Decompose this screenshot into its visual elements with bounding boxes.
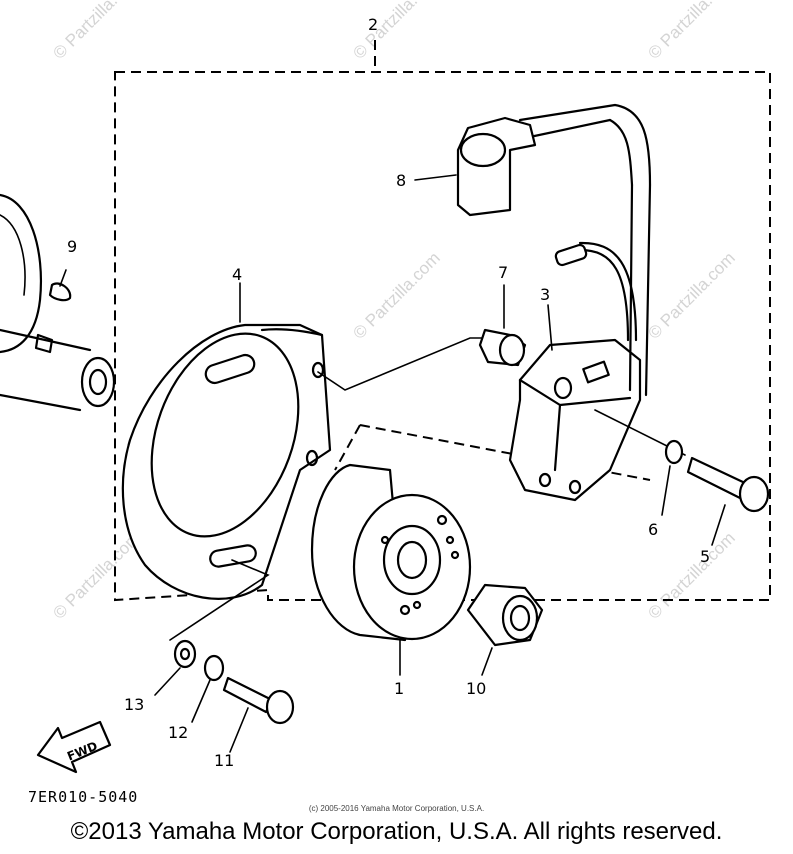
leader-line-3 bbox=[547, 304, 553, 351]
stator-base-plate bbox=[121, 323, 332, 600]
leader-line-13 bbox=[154, 667, 181, 696]
callout-3: 3 bbox=[540, 285, 550, 304]
plain-washer-13 bbox=[173, 639, 197, 669]
leader-line-5 bbox=[711, 504, 726, 546]
callout-2: 2 bbox=[368, 15, 378, 34]
callout-8: 8 bbox=[396, 171, 406, 190]
callout-1: 1 bbox=[394, 679, 404, 698]
fwd-arrow-icon: FWD bbox=[36, 720, 112, 774]
coil-wiring bbox=[518, 103, 652, 397]
leader-line-6 bbox=[661, 465, 671, 516]
callout-6: 6 bbox=[648, 520, 658, 539]
catalog-code: 7ER010-5040 bbox=[28, 788, 139, 806]
spark-plug-cap bbox=[456, 116, 537, 217]
small-copyright: (c) 2005-2016 Yamaha Motor Corporation, … bbox=[308, 804, 485, 813]
woodruff-key bbox=[48, 282, 72, 302]
source-coil bbox=[508, 338, 642, 502]
callout-12: 12 bbox=[168, 723, 188, 742]
watermark-text: © Partzilla.com bbox=[49, 0, 143, 63]
rotor-group-bracket-side bbox=[334, 424, 361, 471]
collar bbox=[478, 328, 527, 367]
lock-washer-6 bbox=[664, 439, 684, 465]
assembly-boundary bbox=[114, 71, 771, 602]
flywheel-rotor bbox=[310, 463, 472, 642]
plate-to-coil-line bbox=[317, 337, 491, 391]
watermark-text: © Partzilla.com bbox=[49, 528, 143, 622]
callout-5: 5 bbox=[700, 547, 710, 566]
callout-10: 10 bbox=[466, 679, 486, 698]
watermark-text: © Partzilla.com bbox=[644, 0, 738, 63]
callout-7: 7 bbox=[498, 263, 508, 282]
callout-11: 11 bbox=[214, 751, 234, 770]
plate-screw bbox=[222, 676, 295, 725]
leader-line-9 bbox=[59, 269, 67, 287]
lock-washer-12 bbox=[203, 654, 225, 682]
watermark-text: © Partzilla.com bbox=[349, 248, 443, 342]
plate-to-screw-line bbox=[169, 559, 270, 641]
main-copyright: ©2013 Yamaha Motor Corporation, U.S.A. A… bbox=[70, 818, 723, 845]
leader-line-11 bbox=[229, 707, 249, 753]
coil-screw bbox=[686, 456, 770, 513]
watermark-text: © Partzilla.com bbox=[349, 0, 443, 63]
watermark-text: © Partzilla.com bbox=[644, 248, 738, 342]
callout-13: 13 bbox=[124, 695, 144, 714]
flywheel-nut bbox=[466, 583, 544, 647]
leader-line-8 bbox=[414, 174, 457, 181]
callout-4: 4 bbox=[232, 265, 242, 284]
leader-line-12 bbox=[191, 679, 211, 723]
leader-line-10 bbox=[481, 647, 493, 676]
watermark-text: © Partzilla.com bbox=[644, 528, 738, 622]
callout-9: 9 bbox=[67, 237, 77, 256]
crankshaft bbox=[0, 193, 116, 412]
